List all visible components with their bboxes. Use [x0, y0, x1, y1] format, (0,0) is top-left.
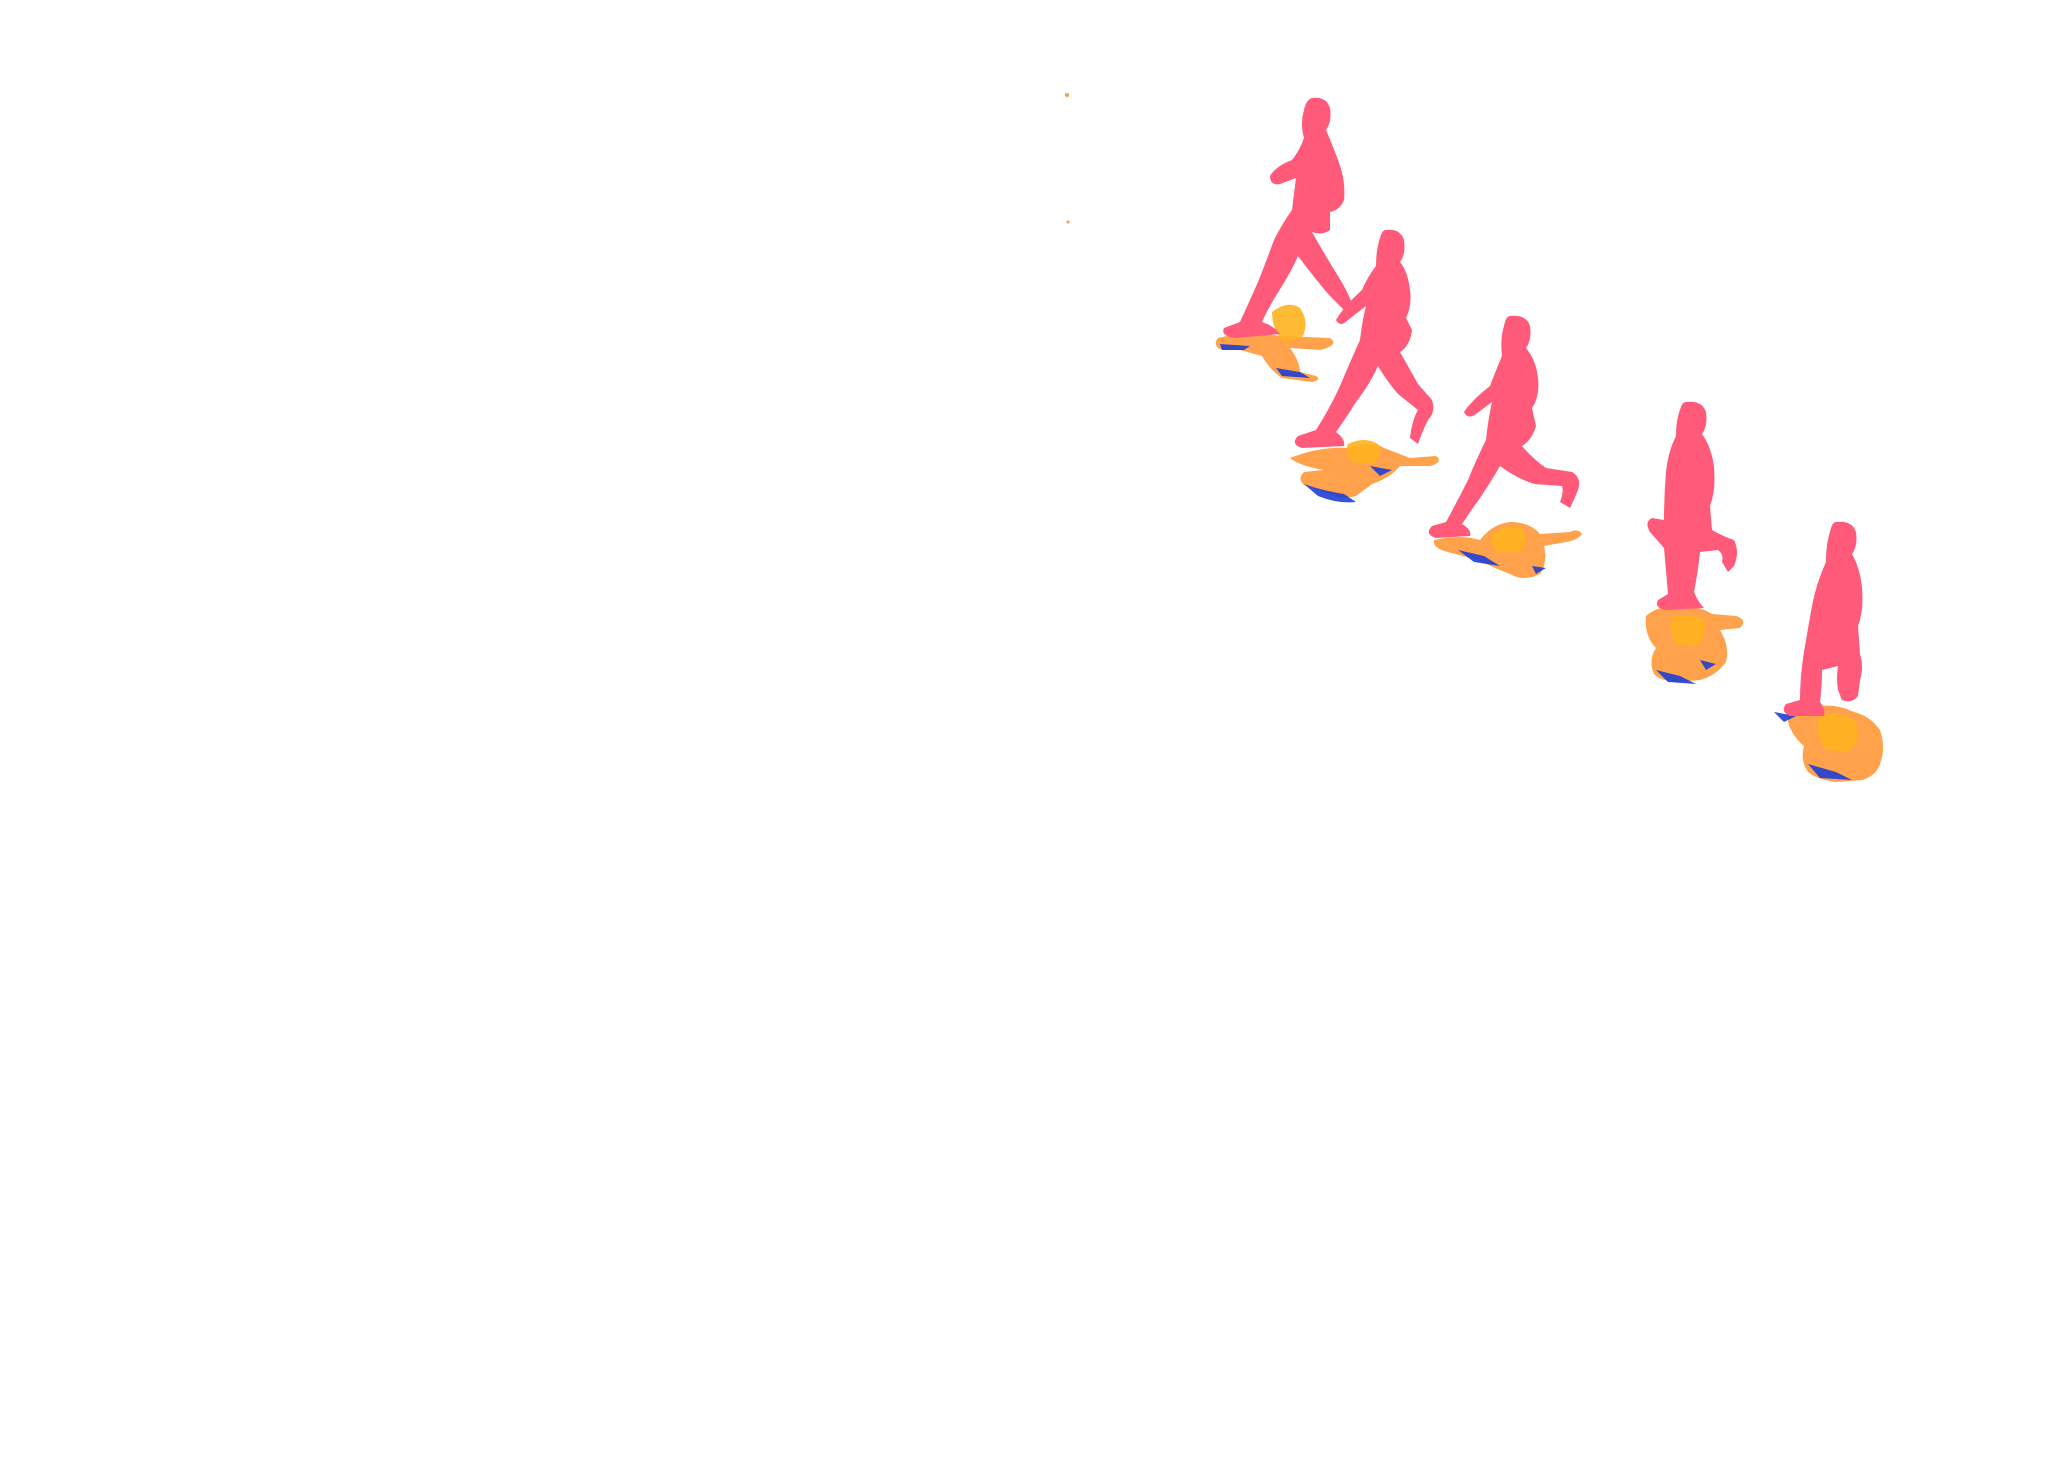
speck: [1066, 220, 1070, 224]
figure-1-shadow: [1215, 304, 1334, 382]
figure-5-shadow: [1774, 705, 1883, 782]
figure-1-silhouette: [1223, 97, 1352, 338]
figure-2-silhouette: [1294, 229, 1434, 448]
figure-3-silhouette: [1428, 315, 1580, 538]
figure-2-shadow: [1290, 440, 1439, 503]
figure-3: [1428, 315, 1582, 578]
figure-4: [1645, 401, 1744, 684]
figure-2: [1290, 229, 1439, 503]
figure-5-silhouette: [1783, 521, 1863, 716]
figure-4-shadow: [1645, 605, 1744, 684]
figure-3-shadow: [1433, 522, 1582, 578]
speck: [1065, 93, 1069, 97]
figure-4-silhouette: [1647, 401, 1737, 610]
figure-5: [1774, 521, 1883, 782]
figure-1: [1215, 97, 1352, 382]
